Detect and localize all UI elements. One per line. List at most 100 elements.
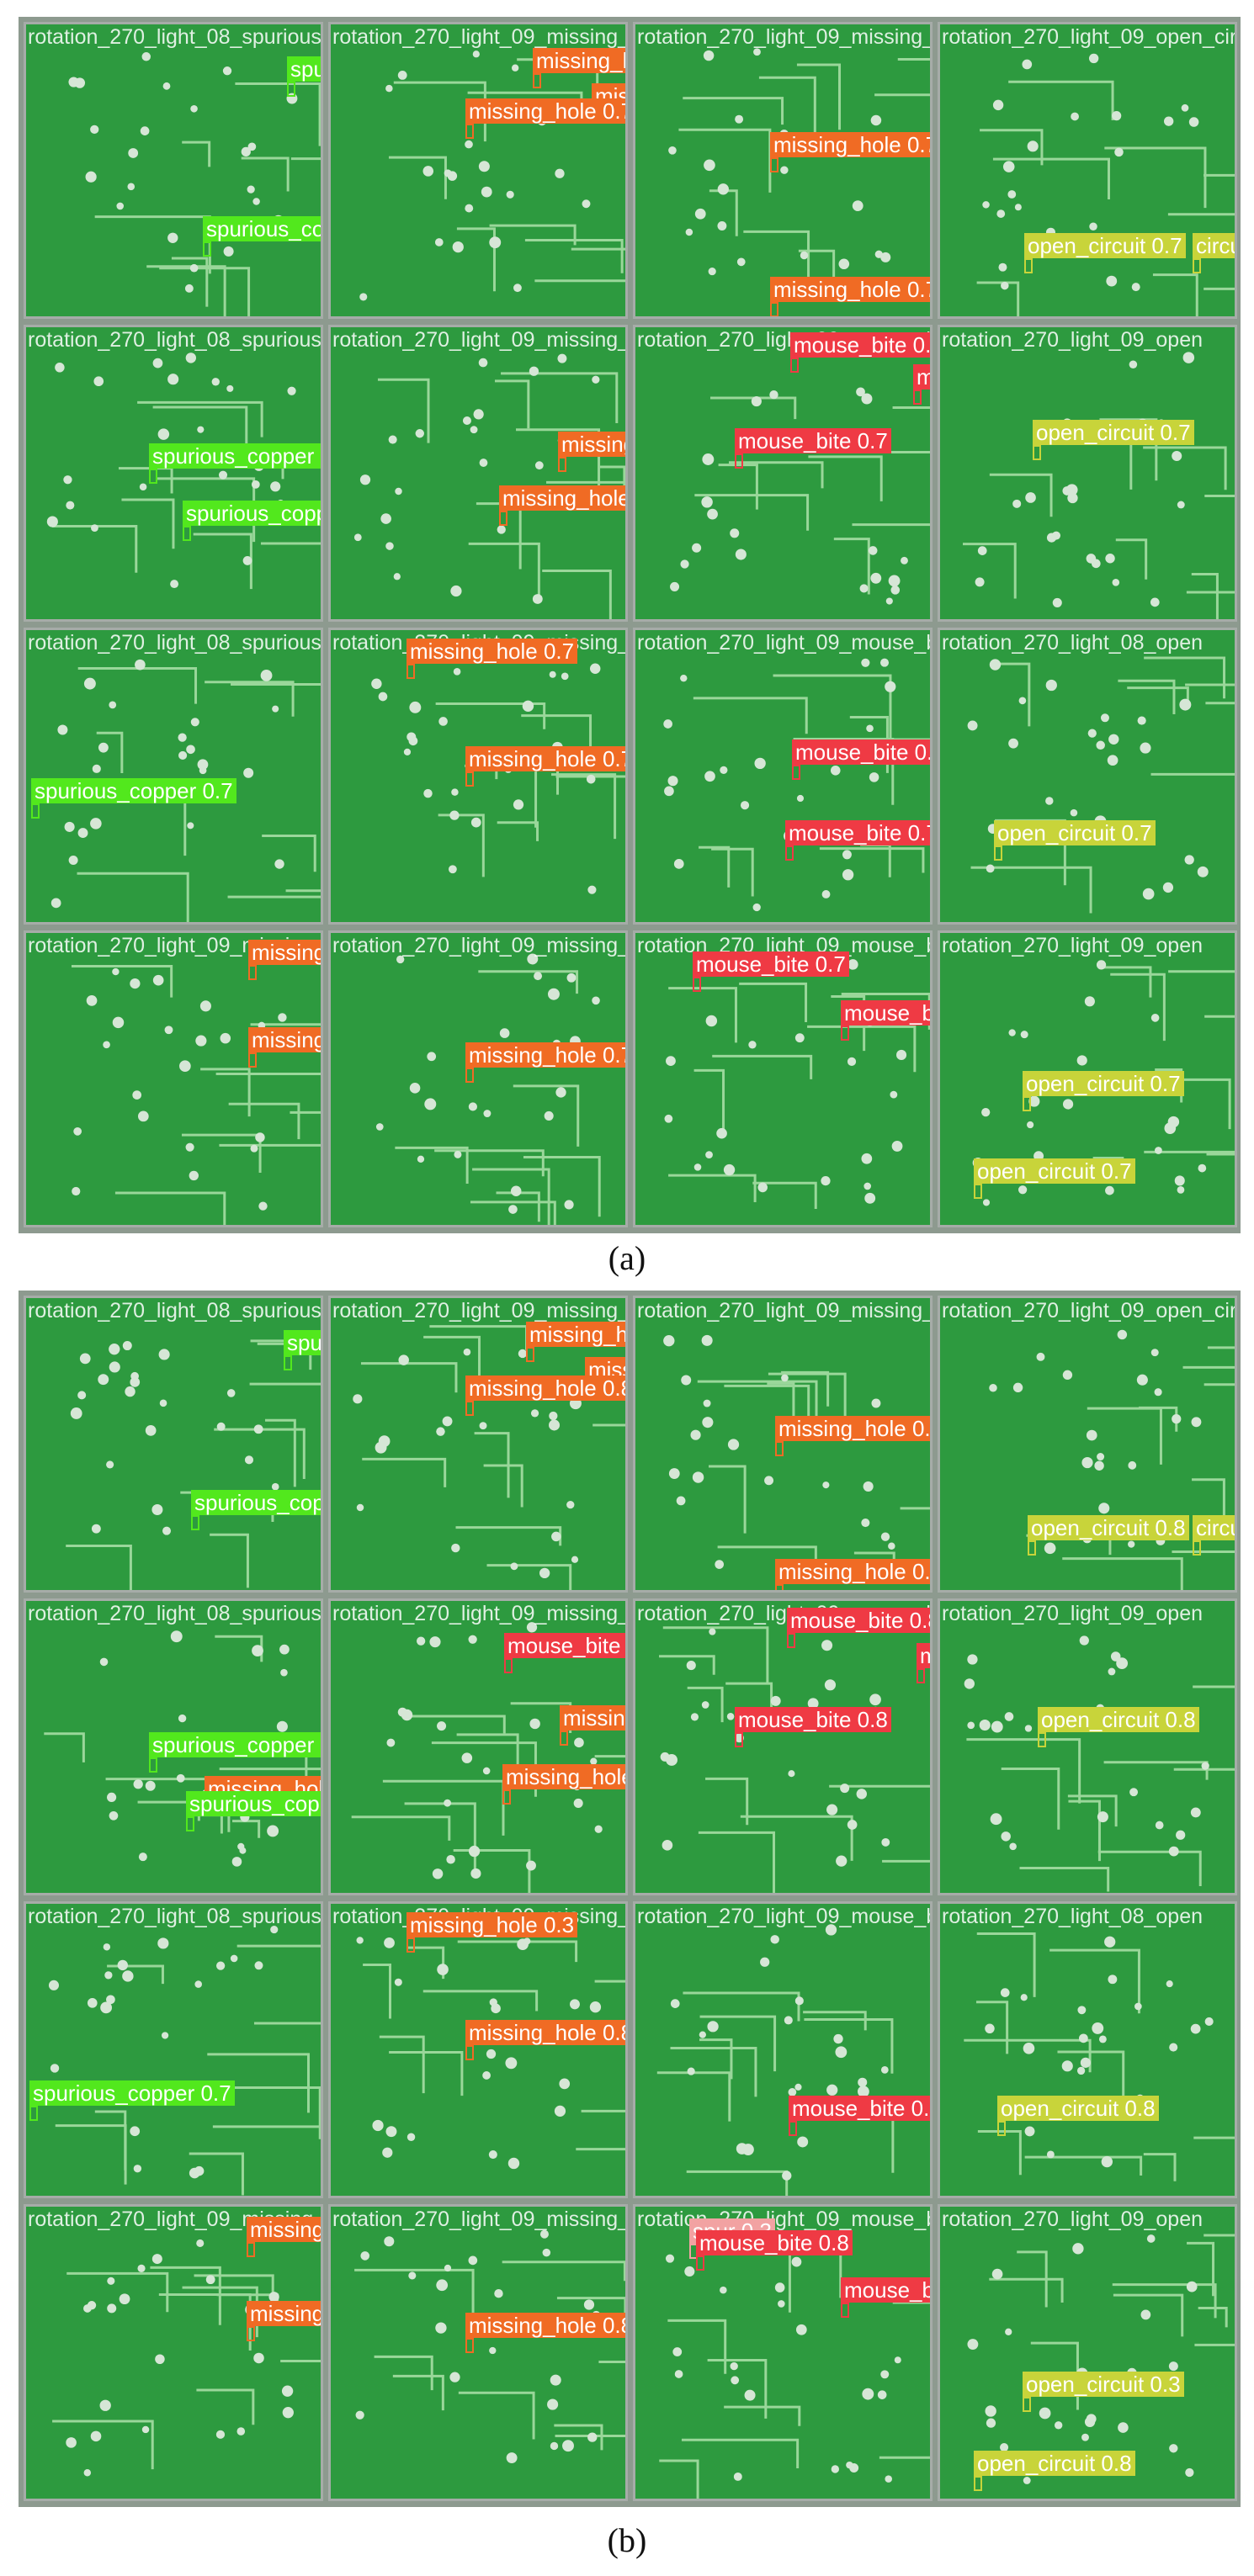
detection-label: missing_hole 0.7 <box>533 48 625 73</box>
detection-box <box>1028 1540 1036 1556</box>
detection-label: missing_hole 0.7 <box>465 746 625 771</box>
detection-label: spurious_copper 0.7 <box>186 1791 321 1816</box>
detection-box <box>499 511 507 526</box>
pcb-tile: rotation_270_light_08_spurious_copper_08… <box>24 325 323 622</box>
pcb-traces <box>659 1626 930 1893</box>
detection-box <box>465 124 474 139</box>
pcb-tile: rotation_270_light_08_spurious_copper_02… <box>24 22 323 319</box>
tile-filename: rotation_270_light_09_open_circuit <box>942 1299 1237 1322</box>
detection-box <box>790 358 799 373</box>
pcb-traces <box>48 1926 321 2196</box>
detection-label: mouse_bite 0.9 <box>789 2096 930 2121</box>
detection-box <box>149 1757 157 1773</box>
detection-box <box>465 1401 474 1416</box>
detection-label: open_circuit 0.7 <box>1023 1071 1184 1096</box>
pcb-tile: rotation_270_light_09_missing_hole_04mis… <box>24 2204 323 2501</box>
detection-box <box>917 1668 925 1683</box>
detection-label: missing_hole 0.7 <box>770 132 930 157</box>
tile-filename: rotation_270_light_08_spurious_copper_08 <box>28 328 321 352</box>
detection-box <box>770 302 778 316</box>
detection-label: spurious_copper 0.7 <box>203 216 321 241</box>
detection-box <box>287 82 295 97</box>
detection-label: open_circuit 0.7 <box>1033 420 1194 445</box>
detection-label: mouse_bite 0.8 <box>917 1643 930 1668</box>
pcb-tile: rotation_270_light_09_missing_hole_04mis… <box>24 930 323 1227</box>
detection-label: mouse_bite 0.7 <box>735 428 891 453</box>
detection-label: mouse_bite 0.7 <box>785 820 930 845</box>
detection-label: missing_hole 0.7 <box>770 277 930 302</box>
pcb-tile: rotation_270_light_09_missing_hole_02mis… <box>328 325 628 622</box>
detection-label: spurious_copper 0.7 <box>183 501 321 526</box>
detection-box <box>775 1584 784 1590</box>
detection-box <box>183 526 191 541</box>
pcb-traces <box>353 353 625 619</box>
pcb-traces <box>663 658 930 912</box>
detection-label: missing_hole 0.7 <box>502 1764 625 1789</box>
pcb-traces <box>976 53 1235 316</box>
detection-box <box>1038 1732 1046 1747</box>
detection-box <box>29 2106 38 2121</box>
detection-box <box>841 2303 849 2318</box>
detection-label: spurious_copper 0.7 <box>287 56 321 82</box>
tile-filename: rotation_270_light_08_spurious_copper_02 <box>28 1299 321 1322</box>
pcb-tile: rotation_270_light_09_open open_circuit 0… <box>938 325 1237 622</box>
detection-label: mouse_bite 0.8 <box>735 1707 891 1732</box>
pcb-tile: rotation_270_light_08_spurious_copperspu… <box>24 1901 323 2198</box>
pcb-tile: rotation_270_light_09_missing_hole_03mis… <box>328 22 628 319</box>
pcb-tile: rotation_270_light_09_mouse_bitespur 0.3… <box>633 2204 933 2501</box>
detection-box <box>785 845 794 861</box>
detection-box <box>1023 2397 1031 2412</box>
detection-label: open_circuit 0.3 <box>1023 2372 1184 2397</box>
tile-filename: rotation_270_light_09_mouse_bite <box>637 631 933 655</box>
detection-label: open_circuit 0.7 <box>1024 233 1186 258</box>
caption-b: (b) <box>607 2521 647 2559</box>
tile-filename: rotation_270_light_09_missing_hole_04 <box>332 2208 625 2231</box>
detection-box <box>841 1026 849 1041</box>
pcb-traces <box>989 1329 1235 1590</box>
pcb-traces <box>66 1339 321 1590</box>
detection-label: mouse_bite 0.8 <box>787 1608 930 1633</box>
pcb-traces <box>664 957 930 1210</box>
detection-box <box>504 1658 513 1673</box>
detection-box <box>31 803 40 819</box>
tile-filename: rotation_270_light_08_spurious_copper_08 <box>28 1602 321 1625</box>
detection-box <box>247 2326 255 2341</box>
pcb-traces <box>967 656 1235 914</box>
detection-box <box>284 1355 292 1370</box>
detection-label: missing_hole 0.7 <box>465 98 625 124</box>
detection-box <box>735 1732 743 1747</box>
detection-label: open_circuit 0.8 <box>997 2096 1159 2121</box>
detection-label: missing_hole 0.8 <box>465 2313 625 2338</box>
tile-filename: rotation_270_light_09_open <box>942 328 1203 352</box>
tile-filename: rotation_270_light_09_missing_hole_03 <box>332 25 625 49</box>
pcb-traces <box>964 1635 1235 1892</box>
pcb-tile: rotation_270_light_09_open_circuit open_c… <box>938 22 1237 319</box>
detection-box <box>789 2121 797 2136</box>
detection-label: missing_hole 0.8 <box>465 2020 625 2045</box>
detection-box <box>994 845 1002 861</box>
detection-label: mouse_bite 0.7 <box>790 332 930 358</box>
detection-label: missing_hole 0.8 <box>560 1705 625 1731</box>
detection-label: missing_hole 0.8 <box>775 1559 930 1584</box>
pcb-traces <box>963 352 1235 619</box>
detection-box <box>997 2121 1006 2136</box>
detection-box <box>1033 445 1041 460</box>
detection-box <box>465 2045 474 2060</box>
detection-box <box>696 2255 704 2271</box>
pcb-traces <box>52 2239 321 2477</box>
tile-filename: rotation_270_light_09_open_circuit <box>942 25 1237 49</box>
detection-label: mouse_bite 0.3 <box>504 1633 625 1658</box>
detection-label: mouse_bite 0.8 <box>696 2230 853 2255</box>
detection-label: mouse_bite 0.7 <box>913 364 930 390</box>
detection-box <box>770 157 778 172</box>
detection-box <box>974 2476 982 2491</box>
detection-label: open_circuit 0.7 <box>994 820 1156 845</box>
detection-label: missing_hole 0.8 <box>526 1322 625 1347</box>
pcb-traces <box>50 659 321 922</box>
